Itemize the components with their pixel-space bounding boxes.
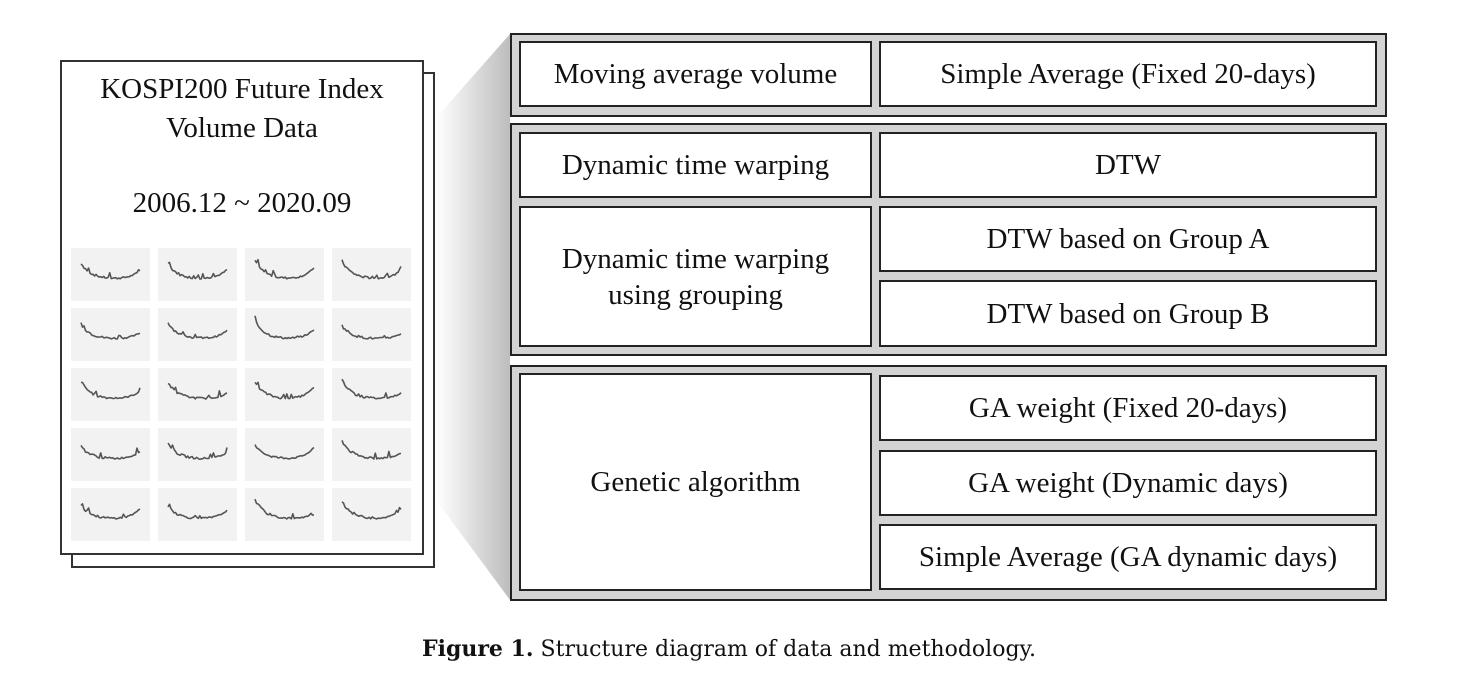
category-dtw: Dynamic time warping: [519, 132, 872, 198]
sparkline-thumbnail: [71, 368, 150, 421]
sparkline-thumbnail: [158, 428, 237, 481]
sparkline-thumbnail: [332, 428, 411, 481]
category-label-line1: Dynamic time warping: [561, 242, 830, 275]
variant-label: DTW: [1094, 149, 1162, 181]
figure-caption: Figure 1. Structure diagram of data and …: [0, 636, 1458, 662]
variant-label: GA weight (Fixed 20-days): [968, 392, 1288, 424]
variant-label: GA weight (Dynamic days): [968, 467, 1288, 499]
category-moving-average: Moving average volume: [519, 41, 872, 107]
category-genetic-algorithm: Genetic algorithm: [519, 373, 872, 591]
sparkline: [254, 381, 315, 400]
sparkline: [80, 322, 141, 340]
variant-label: Simple Average (GA dynamic days): [918, 541, 1338, 573]
sparkline: [341, 378, 402, 400]
sparkline-thumbnail: [158, 308, 237, 361]
sparkline-thumbnail: [245, 248, 324, 301]
sparkline: [80, 263, 141, 280]
figure-caption-text: Structure diagram of data and methodolog…: [533, 637, 1037, 662]
variant-ga-weight-fixed: GA weight (Fixed 20-days): [879, 375, 1377, 441]
sparkline-thumbnail: [158, 368, 237, 421]
sparkline: [167, 261, 228, 280]
sparkline-thumbnail: [332, 368, 411, 421]
sparkline: [167, 322, 228, 340]
data-source-title-line1: KOSPI200 Future Index: [100, 73, 384, 105]
sparkline: [254, 498, 315, 520]
sparkline-thumbnail: [245, 308, 324, 361]
category-label: Dynamic time warping: [561, 149, 830, 181]
sparkline: [167, 382, 228, 400]
variant-label: DTW based on Group A: [986, 223, 1270, 255]
sparkline: [341, 440, 402, 460]
data-source-title-line2: Volume Data: [166, 112, 318, 144]
sparkline: [167, 442, 228, 461]
sparkline: [80, 381, 141, 400]
category-label: Moving average volume: [553, 58, 838, 90]
sparkline: [254, 258, 315, 280]
sparkline-thumbnail: [71, 248, 150, 301]
sparkline-thumbnail: [332, 488, 411, 541]
sparkline-thumbnail: [71, 428, 150, 481]
sparkline: [80, 503, 141, 520]
sparkline-thumbnail: [245, 488, 324, 541]
figure-caption-label: Figure 1.: [421, 636, 534, 662]
data-date-range: 2006.12 ~ 2020.09: [132, 187, 352, 219]
variant-dtw: DTW: [879, 132, 1377, 198]
sparkline: [341, 501, 402, 520]
variant-ga-weight-dynamic: GA weight (Dynamic days): [879, 450, 1377, 516]
sparkline-thumbnail: [71, 308, 150, 361]
sparkline-thumbnail: [332, 248, 411, 301]
sparkline-thumbnail: [158, 488, 237, 541]
category-label-line2: using grouping: [608, 278, 783, 311]
variant-simple-average-fixed: Simple Average (Fixed 20-days): [879, 41, 1377, 107]
variant-simple-average-ga-dynamic: Simple Average (GA dynamic days): [879, 524, 1377, 590]
sparkline-thumbnail: [158, 248, 237, 301]
category-dtw-grouping: Dynamic time warping using grouping: [519, 206, 872, 347]
variant-dtw-group-a: DTW based on Group A: [879, 206, 1377, 272]
sparkline-thumbnail: [245, 428, 324, 481]
variant-label: DTW based on Group B: [986, 297, 1270, 330]
funnel-shape: [436, 34, 510, 600]
sparkline: [80, 444, 141, 460]
sparkline: [254, 315, 315, 340]
sparkline-grid: [71, 248, 413, 541]
sparkline: [167, 503, 228, 520]
data-source-title: KOSPI200 Future Index Volume Data: [60, 70, 424, 148]
sparkline: [341, 259, 402, 280]
sparkline-thumbnail: [245, 368, 324, 421]
sparkline-thumbnail: [71, 488, 150, 541]
sparkline-thumbnail: [332, 308, 411, 361]
category-label: Genetic algorithm: [590, 466, 801, 498]
sparkline: [341, 324, 402, 340]
variant-dtw-group-b: DTW based on Group B: [879, 280, 1377, 347]
sparkline: [254, 444, 315, 460]
variant-label: Simple Average (Fixed 20-days): [940, 58, 1316, 90]
